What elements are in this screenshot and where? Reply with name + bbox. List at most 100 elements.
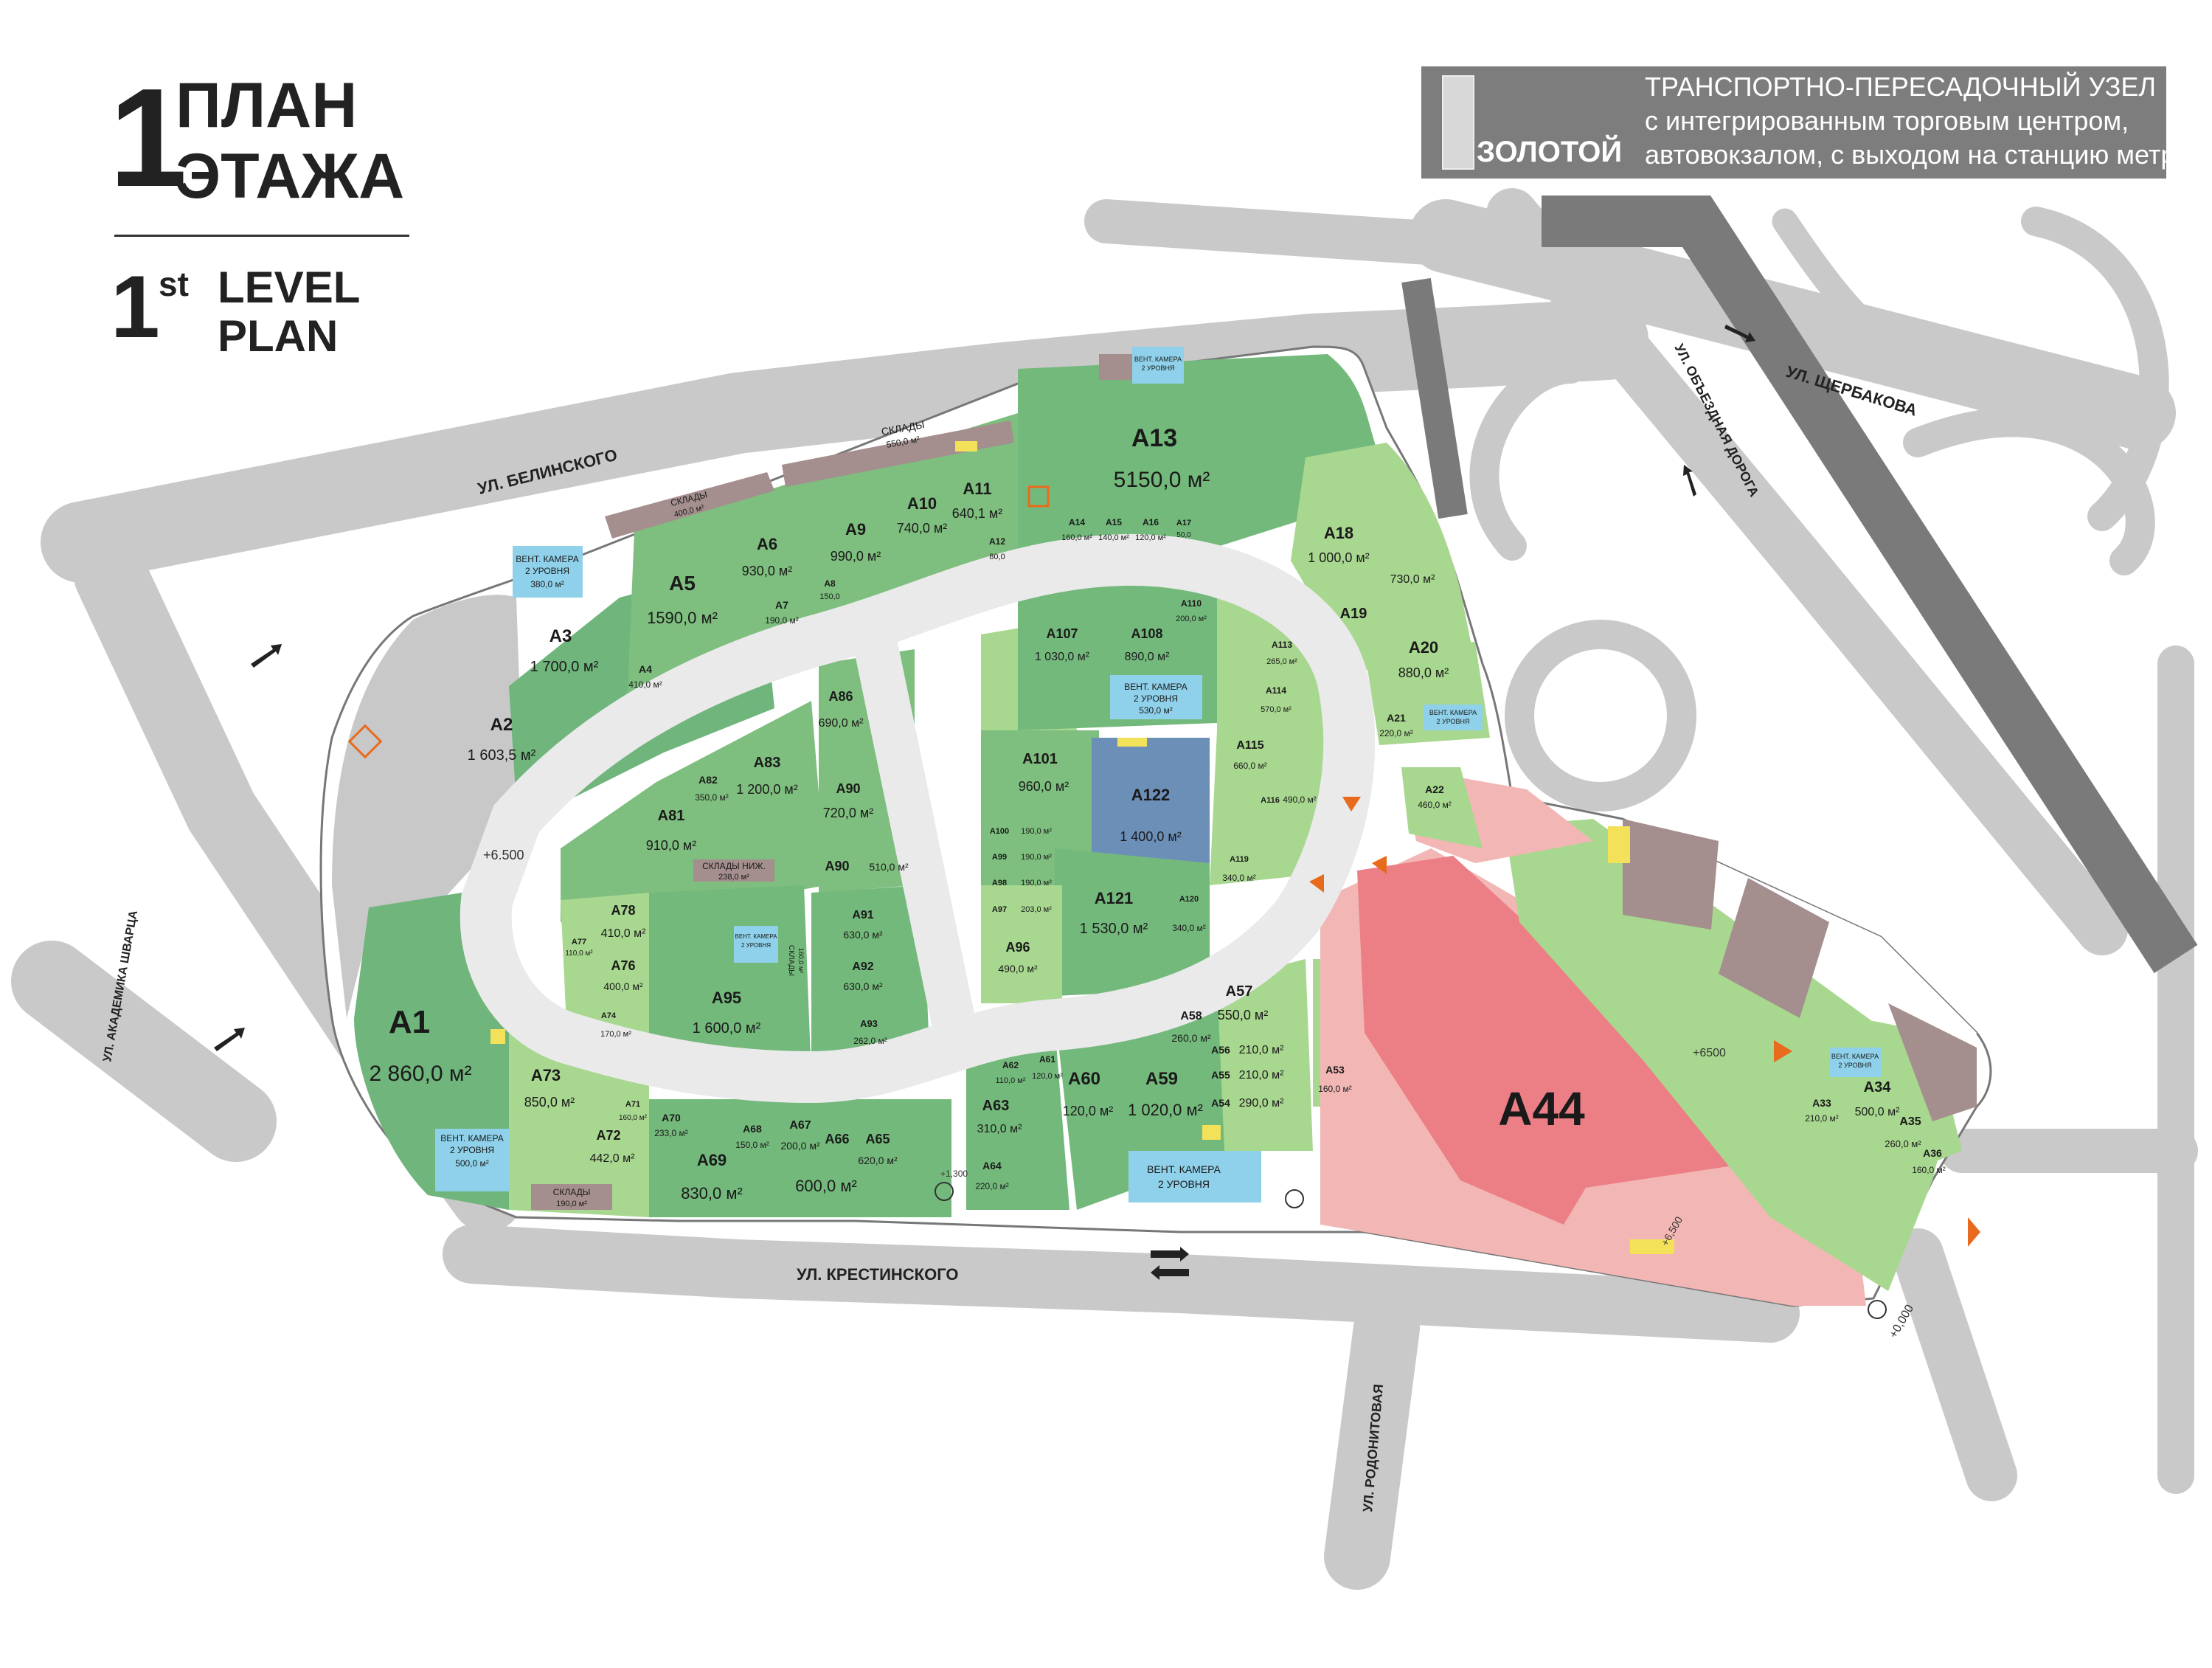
unit-a108: A108 890,0 м² xyxy=(1125,626,1170,663)
unit-a58-name: A58 xyxy=(1180,1010,1202,1022)
facility-vent-a34-sub: 2 УРОВНЯ xyxy=(1838,1062,1871,1069)
facility-vent-a20: ВЕНТ. КАМЕРА 2 УРОВНЯ xyxy=(1429,709,1477,725)
unit-a99-name: A99 xyxy=(992,853,1007,862)
unit-a20-name: A20 xyxy=(1409,638,1438,657)
facility-vent-a13-sub: 2 УРОВНЯ xyxy=(1141,364,1174,372)
road-rodonitovaya xyxy=(1324,1295,1420,1590)
unit-a92-area: 630,0 м² xyxy=(843,980,883,992)
unit-a2-name: A2 xyxy=(490,715,513,735)
unit-a86: A86 690,0 м² xyxy=(819,689,864,730)
entrance-marker-2 xyxy=(1309,874,1324,893)
unit-a110-area: 200,0 м² xyxy=(1176,615,1207,623)
unit-a18-area: 1 000,0 м² xyxy=(1308,550,1369,565)
unit-a35-area: 260,0 м² xyxy=(1885,1138,1921,1149)
unit-a77-name: A77 xyxy=(572,938,586,947)
unit-a3-name: A3 xyxy=(549,626,572,646)
unit-a59: A59 1 020,0 м² xyxy=(1128,1069,1203,1119)
unit-a76: A76 400,0 м² xyxy=(603,958,643,992)
vent-a13 xyxy=(1132,347,1184,384)
unit-a64-name: A64 xyxy=(982,1160,1002,1172)
unit-a122-area: 1 400,0 м² xyxy=(1120,829,1181,844)
unit-a78: A78 410,0 м² xyxy=(601,903,646,940)
facility-vent-a20-sub: 2 УРОВНЯ xyxy=(1436,718,1469,725)
arrow-icon xyxy=(1724,325,1755,342)
unit-a3: A3 1 700,0 м² xyxy=(530,626,599,675)
block-a91 xyxy=(811,885,929,1055)
unit-a98: A98 190,0 м² xyxy=(992,879,1052,887)
title-en-line1: LEVEL xyxy=(218,263,361,312)
facility-vent-a34: ВЕНТ. КАМЕРА 2 УРОВНЯ xyxy=(1831,1053,1879,1069)
unit-a33-area: 210,0 м² xyxy=(1805,1113,1839,1124)
road-shvartsa xyxy=(11,941,277,1162)
unit-a67-area: 200,0 м² xyxy=(780,1140,820,1152)
title-en-superscript: st xyxy=(159,265,189,303)
facility-vent-a59-name: ВЕНТ. КАМЕРА xyxy=(1147,1163,1221,1175)
facility-vent-a20-name: ВЕНТ. КАМЕРА xyxy=(1429,709,1477,716)
unit-a3-area: 1 700,0 м² xyxy=(530,659,599,675)
unit-a1: A1 2 860,0 м² xyxy=(369,1004,471,1086)
unit-a93-name: A93 xyxy=(860,1018,878,1029)
entrance-marker-3 xyxy=(1372,856,1387,874)
unit-a63-name: A63 xyxy=(982,1098,1010,1114)
unit-a20: A20 880,0 м² xyxy=(1398,638,1449,680)
facility-storage-mid: СКЛАДЫ НИЖ. 238,0 м² xyxy=(702,861,766,882)
facility-storage-south: СКЛАДЫ 190,0 м² xyxy=(553,1187,591,1208)
unit-a71-name: A71 xyxy=(625,1100,640,1109)
unit-a107: A107 1 030,0 м² xyxy=(1035,626,1090,663)
unit-a12: A12 80,0 xyxy=(989,536,1005,561)
unit-a11-name: A11 xyxy=(963,480,991,498)
block-a96 xyxy=(981,885,1062,1003)
unit-a6: A6 930,0 м² xyxy=(742,535,792,578)
unit-a65: A65 620,0 м² xyxy=(858,1132,898,1166)
block-storage-3 xyxy=(1888,1003,1977,1121)
facility-vent-a59-sub: 2 УРОВНЯ xyxy=(1158,1178,1210,1190)
unit-a67-name: A67 xyxy=(789,1119,811,1132)
vent-a3 xyxy=(513,546,583,598)
unit-a95: A95 1 600,0 м² xyxy=(693,989,761,1037)
unit-a16: A16 120,0 м² xyxy=(1135,517,1166,542)
unit-a8-area: 150,0 xyxy=(819,592,840,601)
unit-a71: A71 160,0 м² xyxy=(619,1100,648,1122)
entrance-circle-icon xyxy=(935,1182,954,1201)
unit-a18-name: A18 xyxy=(1324,524,1353,542)
unit-a90b-area: 510,0 м² xyxy=(869,861,909,873)
unit-a7: A7 190,0 м² xyxy=(765,599,799,626)
unit-a34-area: 500,0 м² xyxy=(1855,1106,1900,1118)
unit-a100: A100 190,0 м² xyxy=(990,827,1052,836)
unit-a59-area: 1 020,0 м² xyxy=(1128,1101,1203,1119)
unit-a21-name: A21 xyxy=(1387,712,1406,724)
street-label-krestinskogo: УЛ. КРЕСТИНСКОГО xyxy=(797,1265,958,1284)
unit-a54-area: 290,0 м² xyxy=(1239,1097,1284,1110)
unit-a64: A64 220,0 м² xyxy=(975,1160,1009,1191)
title-line2: ЭТАЖА xyxy=(176,141,405,212)
unit-a101-name: A101 xyxy=(1022,751,1058,767)
unit-a72-area: 442,0 м² xyxy=(590,1152,635,1165)
unit-a61-name: A61 xyxy=(1039,1054,1055,1065)
unit-a10-name: A10 xyxy=(907,494,937,513)
unit-a59-name: A59 xyxy=(1145,1069,1178,1089)
unit-a116-area: 490,0 м² xyxy=(1283,795,1317,805)
unit-a6-name: A6 xyxy=(757,535,777,553)
unit-a57-area: 550,0 м² xyxy=(1218,1008,1268,1022)
unit-a97: A97 203,0 м² xyxy=(992,905,1052,914)
unit-a115: A115 660,0 м² xyxy=(1233,739,1267,771)
facility-vent-a1: ВЕНТ. КАМЕРА 2 УРОВНЯ 500,0 м² xyxy=(440,1133,504,1169)
facility-vent-a13: ВЕНТ. КАМЕРА 2 УРОВНЯ xyxy=(1134,356,1182,372)
vent-a1 xyxy=(435,1129,509,1191)
unit-a100-name: A100 xyxy=(990,827,1009,836)
facility-vent-a108-name: ВЕНТ. КАМЕРА xyxy=(1124,682,1188,692)
entrance-circles xyxy=(935,1182,1887,1319)
unit-a90b-name: A90 xyxy=(825,859,849,873)
arrow-icon xyxy=(214,1028,245,1051)
unit-a81-name: A81 xyxy=(658,808,685,824)
unit-a114-area: 570,0 м² xyxy=(1261,705,1292,714)
title-number: 1 xyxy=(109,60,187,216)
road-se xyxy=(1892,1228,2017,1501)
vent-a59 xyxy=(1128,1151,1261,1202)
road-krestinskogo xyxy=(443,1225,1800,1343)
unit-a18: A18 1 000,0 м² xyxy=(1308,524,1369,565)
yellow-marker-5 xyxy=(490,1029,505,1044)
unit-a121: A121 1 530,0 м² xyxy=(1080,889,1148,937)
block-a69 xyxy=(649,1099,951,1217)
unit-a119-name: A119 xyxy=(1230,855,1249,864)
